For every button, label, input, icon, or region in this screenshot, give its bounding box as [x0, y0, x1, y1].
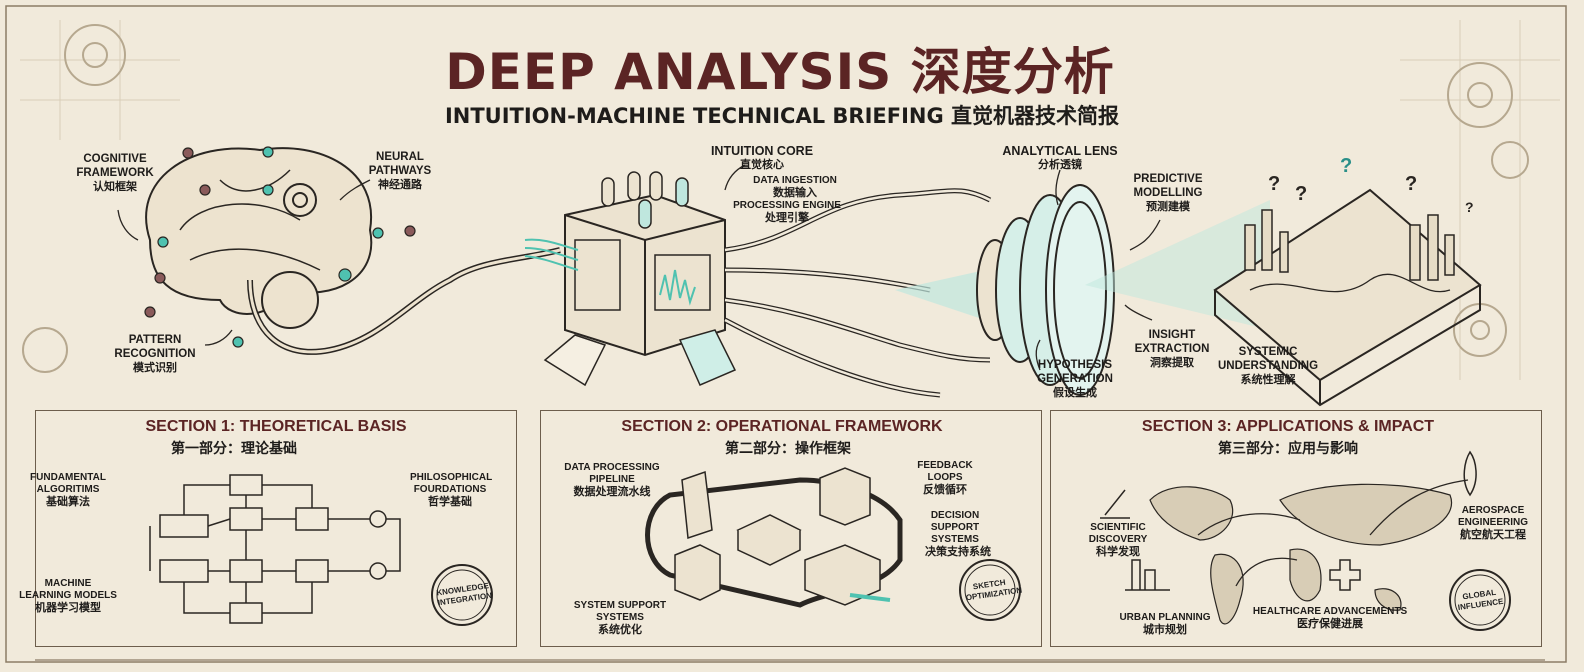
stamp-badges: [431, 559, 1511, 631]
brain-illustration: [145, 147, 561, 355]
page-subtitle: INTUITION-MACHINE TECHNICAL BRIEFING 直觉机…: [444, 104, 1120, 128]
section-3-panel: [1050, 410, 1542, 647]
flowchart-diagram: [149, 474, 401, 624]
section-1-panel: [35, 410, 517, 647]
application-icons: [1100, 450, 1477, 591]
microscope-icon: [1100, 489, 1130, 519]
world-map: [1149, 483, 1453, 625]
gear-icon: [22, 24, 1529, 373]
page-title: DEEP ANALYSIS 深度分析: [445, 43, 1115, 101]
section-2-title: SECTION 2: OPERATIONAL FRAMEWORK: [621, 418, 943, 435]
section-1-title: SECTION 1: THEORETICAL BASIS: [145, 418, 407, 435]
terrain-model: ?????: [1213, 155, 1482, 407]
neural-nodes: [144, 146, 416, 348]
section-3-subtitle: 第三部分：应用与影响: [1218, 440, 1358, 456]
intuition-core-machine: [524, 171, 737, 387]
section-3-title: SECTION 3: APPLICATIONS & IMPACT: [1141, 418, 1435, 435]
analytical-lens: [895, 184, 1270, 396]
pipes-inner: [724, 189, 991, 397]
section-2-subtitle: 第二部分：操作框架: [725, 440, 851, 456]
medical-cross-icon: [1329, 559, 1361, 591]
question-mark-icons: ?????: [1268, 155, 1474, 215]
svg-text:?: ?: [1465, 199, 1474, 215]
section-1-subtitle: 第一部分：理论基础: [171, 440, 297, 456]
paper-border: [5, 5, 1567, 663]
svg-text:?: ?: [1340, 155, 1352, 177]
rocket-icon: [1463, 450, 1477, 497]
section-2-panel: [540, 410, 1042, 647]
annotation-arrows: [117, 164, 1161, 371]
svg-text:?: ?: [1268, 173, 1280, 195]
connection-arcs: [1197, 479, 1469, 587]
server-network: [645, 467, 903, 608]
svg-text:?: ?: [1405, 173, 1417, 195]
svg-text:?: ?: [1295, 183, 1307, 205]
city-icon: [1125, 559, 1170, 591]
